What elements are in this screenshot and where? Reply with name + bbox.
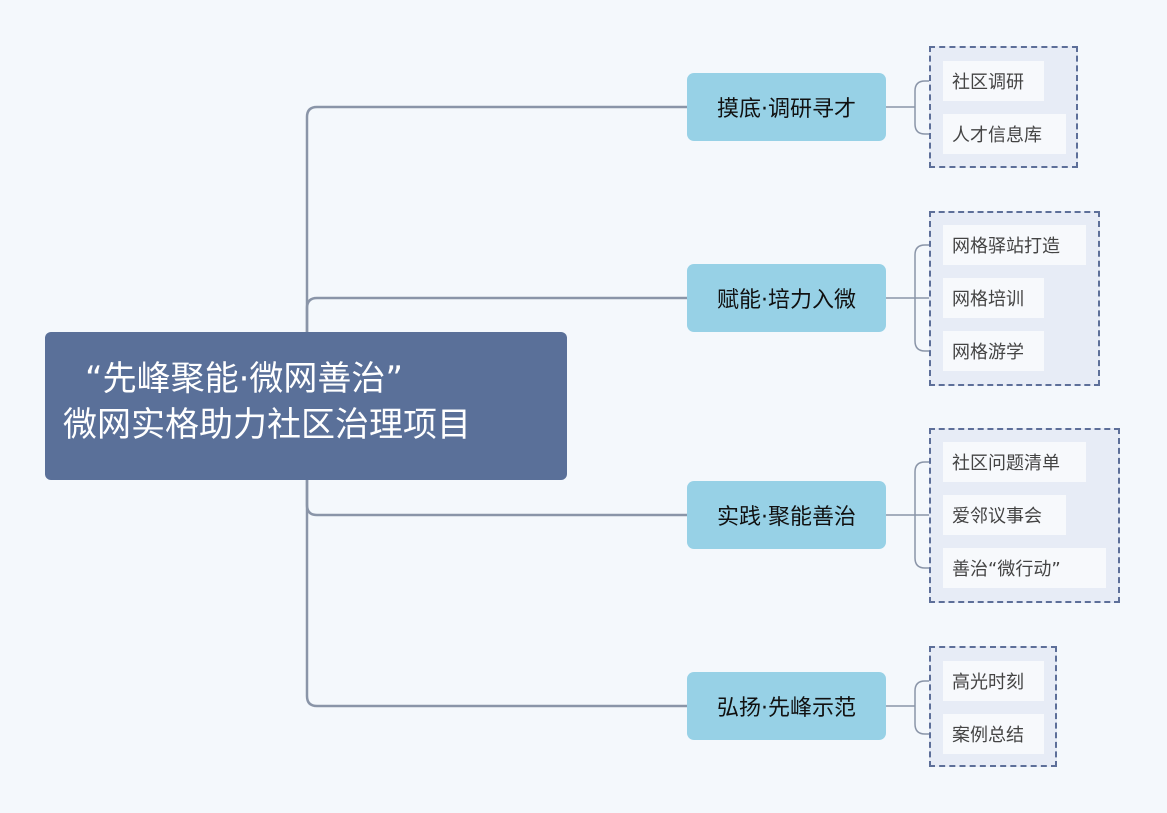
- root-title-line2: 微网实格助力社区治理项目: [63, 405, 471, 445]
- bracket-connector: [914, 298, 943, 352]
- root-node[interactable]: “先峰聚能·微网善治” 微网实格助力社区治理项目: [45, 332, 567, 480]
- leaf-node[interactable]: 网格培训: [943, 278, 1044, 318]
- leaf-node[interactable]: 案例总结: [943, 714, 1044, 754]
- bracket-connector: [914, 680, 943, 706]
- branch-node[interactable]: 摸底·调研寻才: [687, 73, 886, 141]
- trunk-connector: [305, 480, 687, 517]
- leaf-node[interactable]: 爱邻议事会: [943, 495, 1066, 535]
- leaf-node[interactable]: 网格游学: [943, 331, 1044, 371]
- branch-node[interactable]: 弘扬·先峰示范: [687, 672, 886, 740]
- bracket-connector: [914, 706, 943, 735]
- leaf-node[interactable]: 网格驿站打造: [943, 225, 1086, 265]
- branch-node[interactable]: 赋能·培力入微: [687, 264, 886, 332]
- trunk-connector: [305, 480, 687, 708]
- leaf-node[interactable]: 社区问题清单: [943, 442, 1086, 482]
- leaf-node[interactable]: 人才信息库: [943, 114, 1066, 154]
- bracket-connector: [914, 461, 943, 515]
- leaf-node[interactable]: 善治“微行动”: [943, 548, 1106, 588]
- trunk-connector: [305, 296, 687, 332]
- leaf-node[interactable]: 高光时刻: [943, 661, 1044, 701]
- root-title-line1: “先峰聚能·微网善治”: [85, 359, 404, 399]
- bracket-connector: [914, 107, 943, 135]
- bracket-connector: [914, 515, 943, 569]
- trunk-connector: [305, 105, 687, 332]
- leaf-node[interactable]: 社区调研: [943, 61, 1044, 101]
- bracket-connector: [914, 80, 943, 107]
- branch-node[interactable]: 实践·聚能善治: [687, 481, 886, 549]
- bracket-connector: [914, 244, 943, 298]
